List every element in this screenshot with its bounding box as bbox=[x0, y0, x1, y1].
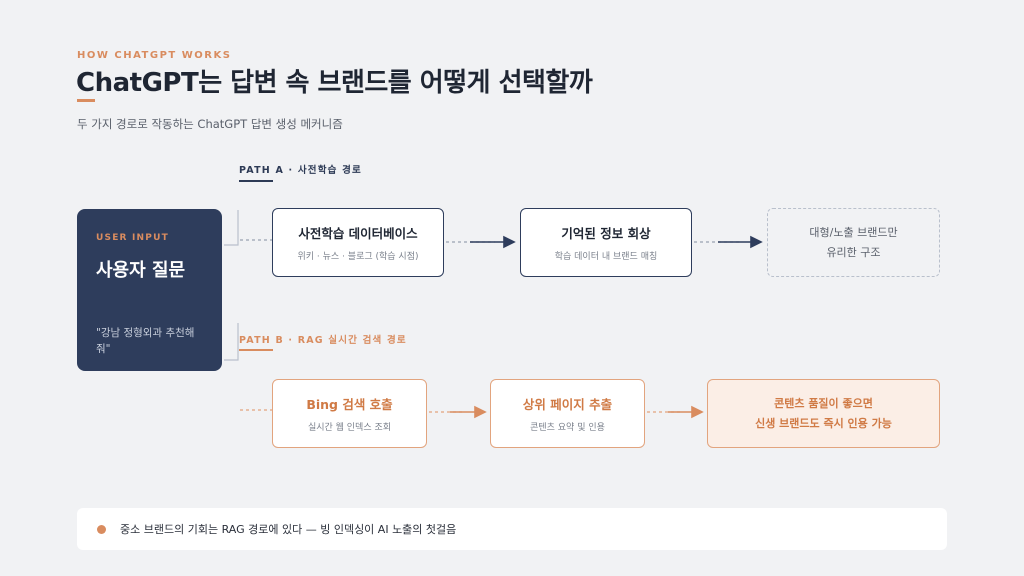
path-a-result: 대형/노출 브랜드만 유리한 구조 bbox=[767, 208, 940, 277]
title-underline bbox=[77, 99, 95, 102]
step-subtitle: 학습 데이터 내 브랜드 매칭 bbox=[554, 252, 658, 262]
user-input-card: USER INPUT 사용자 질문 "강남 정형외과 추천해줘" bbox=[77, 209, 222, 371]
result-line: 콘텐츠 품질이 좋으면 bbox=[774, 396, 873, 410]
step-title: 기억된 정보 회상 bbox=[561, 226, 651, 241]
bracket-path-b bbox=[224, 323, 239, 361]
path-b-underline bbox=[239, 349, 273, 351]
step-subtitle: 콘텐츠 요약 및 인용 bbox=[530, 423, 605, 433]
result-line: 신생 브랜드도 즉시 인용 가능 bbox=[755, 416, 892, 430]
step-subtitle: 실시간 웹 인덱스 조회 bbox=[307, 423, 392, 433]
path-b-result: 콘텐츠 품질이 좋으면 신생 브랜드도 즉시 인용 가능 bbox=[707, 379, 940, 448]
footer-text: 중소 브랜드의 기회는 RAG 경로에 있다 — 빙 인덱싱이 AI 노출의 첫… bbox=[120, 523, 457, 536]
step-title: Bing 검색 호출 bbox=[306, 397, 393, 412]
path-b-label: PATH B · RAG 실시간 검색 경로 bbox=[239, 335, 407, 346]
result-line: 대형/노출 브랜드만 bbox=[809, 225, 898, 239]
arrowhead-b-2 bbox=[691, 405, 704, 419]
step-subtitle: 위키 · 뉴스 · 블로그 (학습 시점) bbox=[297, 252, 419, 262]
footer-callout: 중소 브랜드의 기회는 RAG 경로에 있다 — 빙 인덱싱이 AI 노출의 첫… bbox=[77, 508, 947, 550]
arrowhead-b-1 bbox=[474, 405, 487, 419]
bracket-path-a bbox=[224, 210, 239, 246]
page-title: ChatGPT는 답변 속 브랜드를 어떻게 선택할까 bbox=[76, 68, 593, 98]
path-b-step-extract: 상위 페이지 추출 콘텐츠 요약 및 인용 bbox=[490, 379, 645, 448]
bullet-dot-icon bbox=[97, 524, 106, 534]
step-title: 상위 페이지 추출 bbox=[522, 397, 613, 412]
arrowhead-a-1 bbox=[503, 235, 516, 249]
user-input-quote: "강남 정형외과 추천해줘" bbox=[96, 327, 195, 355]
path-a-step-recall: 기억된 정보 회상 학습 데이터 내 브랜드 매칭 bbox=[520, 208, 692, 277]
page-subtitle: 두 가지 경로로 작동하는 ChatGPT 답변 생성 메커니즘 bbox=[77, 117, 343, 131]
header-eyebrow: HOW CHATGPT WORKS bbox=[77, 50, 232, 61]
path-a-step-pretraining-db: 사전학습 데이터베이스 위키 · 뉴스 · 블로그 (학습 시점) bbox=[272, 208, 444, 277]
result-line: 유리한 구조 bbox=[826, 245, 881, 259]
path-a-label: PATH A · 사전학습 경로 bbox=[239, 165, 362, 176]
path-b-step-bing-search: Bing 검색 호출 실시간 웹 인덱스 조회 bbox=[272, 379, 427, 448]
user-input-title: 사용자 질문 bbox=[96, 260, 186, 281]
path-a-underline bbox=[239, 180, 273, 182]
user-input-eyebrow: USER INPUT bbox=[96, 233, 169, 243]
arrowhead-a-2 bbox=[750, 235, 763, 249]
step-title: 사전학습 데이터베이스 bbox=[298, 226, 418, 241]
